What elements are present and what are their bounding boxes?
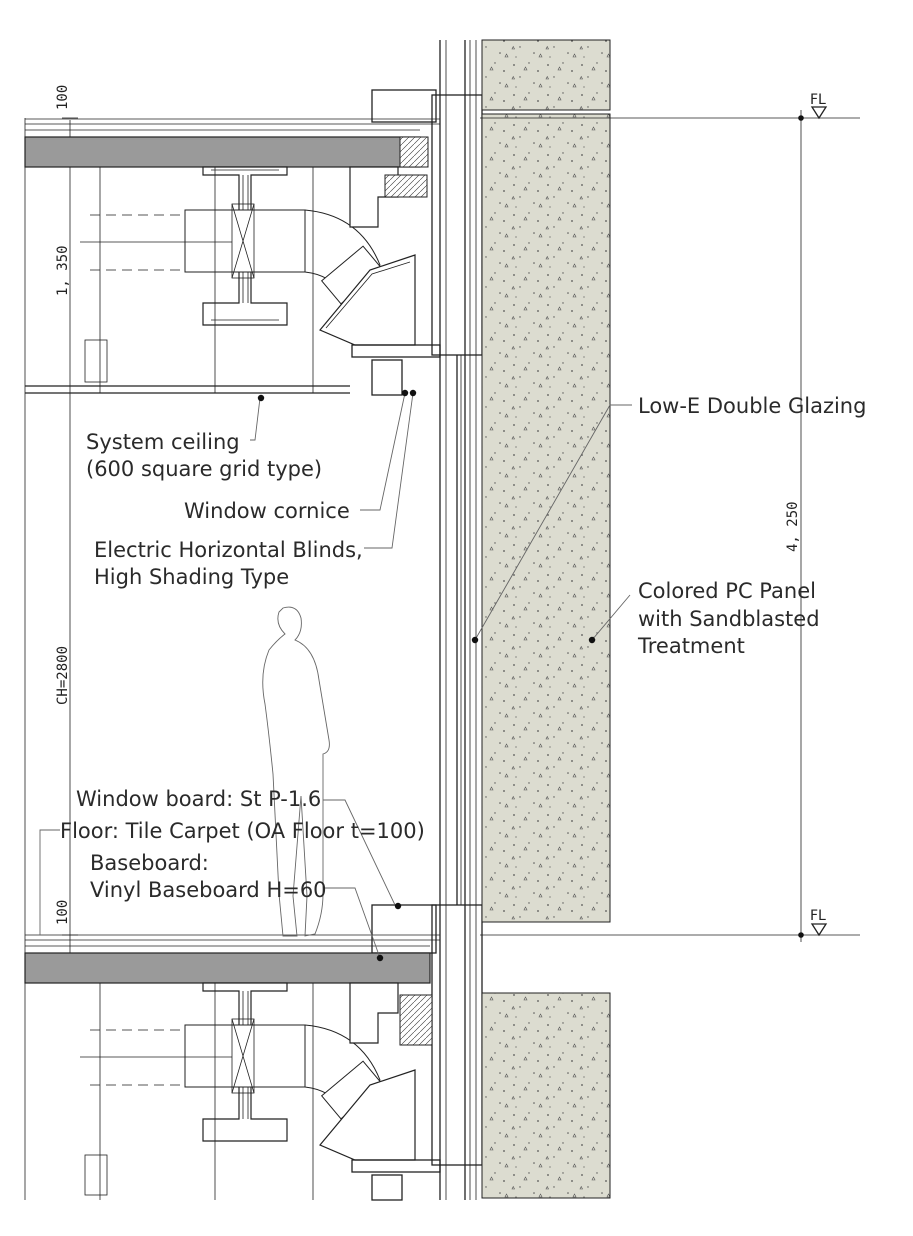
pc-panel-main xyxy=(481,113,611,923)
lower-floor xyxy=(24,904,440,984)
label-floor: Floor: Tile Carpet (OA Floor t=100) xyxy=(60,819,425,843)
lower-air-duct xyxy=(184,1018,384,1120)
upper-air-duct xyxy=(184,203,384,305)
upper-cornice xyxy=(319,166,441,396)
label-pc-panel-treatment-2: Treatment xyxy=(637,634,745,658)
label-system-ceiling-type: (600 square grid type) xyxy=(86,457,322,481)
level-triangle-upper xyxy=(810,106,828,120)
lower-cornice xyxy=(319,982,441,1201)
upper-concrete-slab xyxy=(24,136,421,168)
label-system-ceiling: System ceiling xyxy=(86,430,240,454)
floor-to-floor-dimension xyxy=(480,106,860,942)
label-low-e-glazing: Low-E Double Glazing xyxy=(638,394,866,418)
dim-top-100: 100 xyxy=(55,85,71,110)
pc-panel-lower xyxy=(481,992,611,1199)
ceiling-hangers xyxy=(84,167,314,393)
dim-ceiling-void: 1, 350 xyxy=(55,245,71,296)
label-pc-panel: Colored PC Panel xyxy=(638,579,816,603)
fl-mark-upper: FL xyxy=(810,92,826,108)
label-window-board: Window board: St P-1.6 xyxy=(76,787,321,811)
lower-hangers xyxy=(84,983,314,1200)
level-triangle-lower xyxy=(810,923,828,937)
upper-floor xyxy=(24,89,440,168)
leader-lines xyxy=(39,389,632,962)
label-baseboard-spec: Vinyl Baseboard H=60 xyxy=(90,878,327,902)
system-ceiling xyxy=(25,385,350,394)
label-window-cornice: Window cornice xyxy=(184,499,350,523)
label-baseboard: Baseboard: xyxy=(90,851,209,875)
label-pc-panel-treatment: with Sandblasted xyxy=(638,607,820,631)
dim-bottom-100: 100 xyxy=(55,900,71,925)
fl-mark-lower: FL xyxy=(810,908,826,924)
lower-concrete-slab xyxy=(24,952,431,984)
dim-floor-to-floor: 4, 250 xyxy=(785,501,801,552)
dim-ceiling-height: CH=2800 xyxy=(55,646,71,705)
label-blinds: Electric Horizontal Blinds, xyxy=(94,538,363,562)
pc-panel-upper xyxy=(481,39,611,111)
human-figure xyxy=(262,606,330,937)
label-blinds-type: High Shading Type xyxy=(94,565,289,589)
